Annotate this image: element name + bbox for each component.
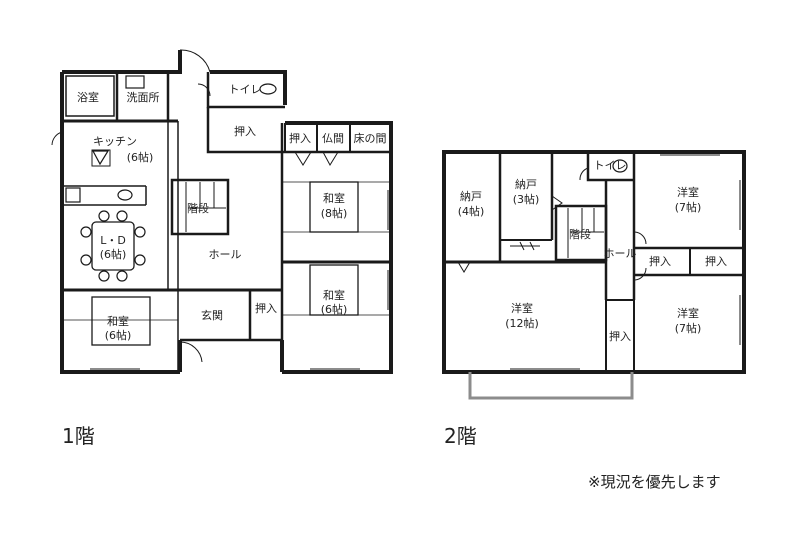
room-label-youshitsu7-top-size: (7帖)	[675, 201, 702, 214]
room-label-storage-2f-a: 押入	[649, 254, 671, 268]
room-label-storage-top: 押入	[234, 124, 256, 138]
room-label-washitsu8-size: (8帖)	[321, 207, 348, 220]
room-label-butsuma: 仏間	[322, 132, 344, 145]
room-label-storage-a: 押入	[289, 131, 311, 145]
floor-1-plan	[51, 49, 393, 374]
room-label-ld: L・D	[100, 234, 126, 247]
room-label-nando4: 納戸	[460, 190, 482, 203]
room-label-washitsu6-right-size: (6帖)	[321, 303, 348, 316]
floor-label-1f: 1階	[62, 424, 95, 448]
room-label-youshitsu7-bottom: 洋室	[677, 306, 699, 320]
room-label-youshitsu7-bottom-size: (7帖)	[675, 322, 702, 335]
room-label-stairs-1f: 階段	[187, 201, 209, 215]
room-label-kitchen-size: (6帖)	[127, 151, 154, 164]
room-label-storage-2f-c: 押入	[609, 329, 631, 343]
room-label-youshitsu12: 洋室	[511, 301, 533, 315]
room-label-nando4-size: (4帖)	[458, 205, 485, 218]
floor-label-2f: 2階	[444, 424, 477, 448]
room-label-washitsu6-right: 和室	[323, 288, 345, 302]
room-label-storage-2f-b: 押入	[705, 254, 727, 268]
note-current-condition: ※現況を優先します	[588, 473, 721, 491]
room-label-nando3-size: (3帖)	[513, 193, 540, 206]
room-label-stairs-2f: 階段	[569, 227, 591, 241]
room-label-youshitsu7-top: 洋室	[677, 185, 699, 199]
floor-2-plan	[442, 150, 746, 400]
room-label-bath: 浴室	[77, 90, 99, 104]
room-label-nando3: 納戸	[515, 178, 537, 191]
room-label-genkan: 玄関	[201, 308, 223, 322]
room-label-washroom: 洗面所	[127, 91, 160, 104]
room-label-hall-2f: ホール	[604, 247, 637, 260]
room-label-washitsu6-left-size: (6帖)	[105, 329, 132, 342]
room-label-tokonoma: 床の間	[354, 131, 387, 145]
room-label-hall-1f: ホール	[209, 248, 242, 261]
room-label-ld-size: (6帖)	[100, 248, 127, 261]
room-label-washitsu8: 和室	[323, 191, 345, 205]
room-label-washitsu6-left: 和室	[107, 314, 129, 328]
room-label-storage-genkan: 押入	[255, 301, 277, 315]
room-label-kitchen: キッチン	[93, 135, 137, 148]
room-label-toilet-2f: トイレ	[594, 159, 627, 172]
room-label-youshitsu12-size: (12帖)	[505, 317, 539, 330]
room-label-toilet-1f: トイレ	[229, 83, 262, 96]
